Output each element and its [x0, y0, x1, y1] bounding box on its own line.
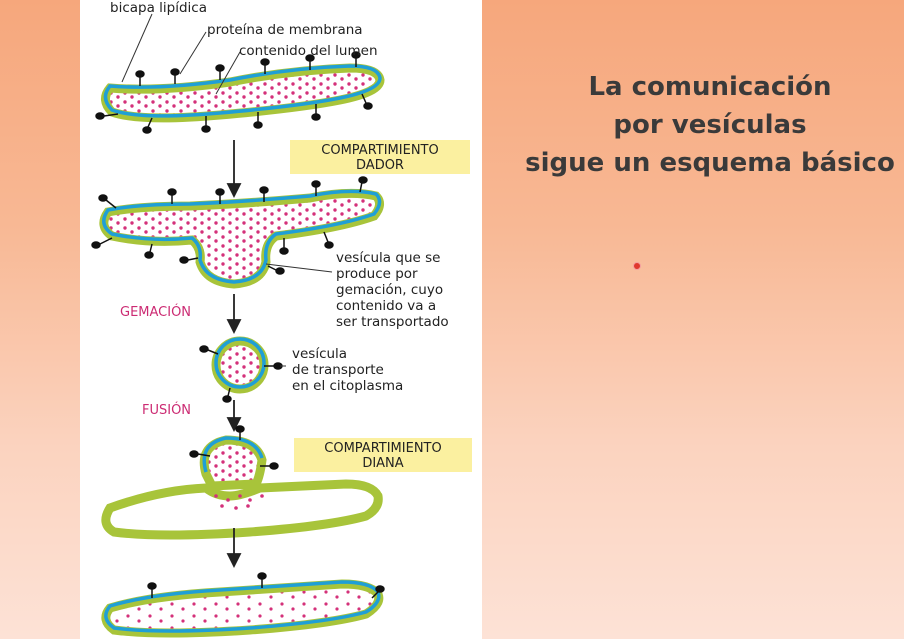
label-membrane-protein: proteína de membrana: [207, 22, 363, 38]
target-compartment: [106, 484, 378, 535]
arrow-3: [228, 400, 240, 430]
svg-text:gemación, cuyo: gemación, cuyo: [336, 282, 443, 298]
svg-text:COMPARTIMIENTO: COMPARTIMIENTO: [321, 143, 438, 158]
vesicle-transport-diagram: bicapa lipídica proteína de membrana con…: [80, 0, 482, 639]
svg-text:COMPARTIMIENTO: COMPARTIMIENTO: [324, 441, 441, 456]
stage-fusion: FUSIÓN: [142, 402, 191, 418]
laser-pointer-dot: [634, 263, 640, 269]
slide-title: La comunicación por vesículas sigue un e…: [505, 68, 904, 182]
svg-text:produce por: produce por: [336, 266, 418, 282]
label-target-compartment: COMPARTIMIENTO DIANA: [294, 438, 472, 472]
fusing-vesicle: [204, 438, 262, 486]
svg-text:de transporte: de transporte: [292, 362, 384, 378]
label-donor-compartment: COMPARTIMIENTO DADOR: [290, 140, 470, 174]
svg-text:ser transportado: ser transportado: [336, 314, 449, 330]
donor-compartment: [105, 66, 380, 118]
label-bilayer: bicapa lipídica: [110, 0, 207, 16]
label-lumen-content: contenido del lumen: [239, 43, 378, 59]
transport-vesicle: [216, 339, 264, 389]
arrow-2: [228, 294, 240, 332]
svg-text:vesícula: vesícula: [292, 346, 347, 362]
label-transport-vesicle: vesícula de transporte en el citoplasma: [292, 346, 403, 394]
svg-text:contenido va a: contenido va a: [336, 298, 436, 314]
title-line-1: La comunicación: [505, 68, 904, 106]
title-line-2: por vesículas: [505, 106, 904, 144]
final-target-compartment: [106, 582, 379, 633]
svg-text:vesícula que se: vesícula que se: [336, 250, 440, 266]
label-budding-vesicle: vesícula que se produce por gemación, cu…: [336, 250, 449, 330]
svg-text:DADOR: DADOR: [356, 158, 404, 173]
stage-budding: GEMACIÓN: [120, 304, 191, 320]
svg-text:en el citoplasma: en el citoplasma: [292, 378, 403, 394]
arrow-1: [228, 140, 240, 196]
svg-text:DIANA: DIANA: [362, 456, 403, 471]
title-line-3: sigue un esquema básico: [505, 144, 904, 182]
